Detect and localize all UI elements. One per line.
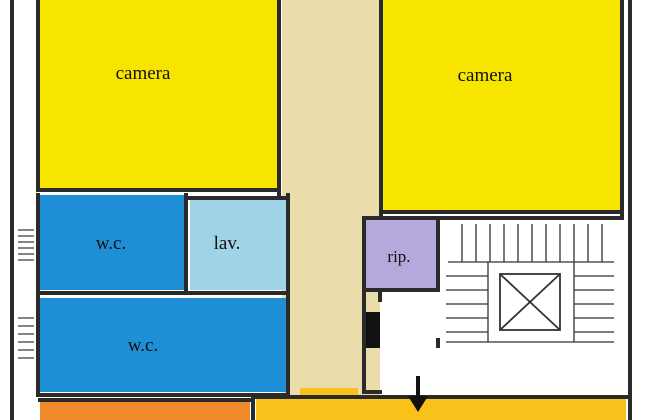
room-rip [366,220,436,288]
room-wc-lower [40,298,288,392]
facade-windows [18,229,34,359]
label-camera-left: camera [116,63,171,84]
stairwell [440,218,620,396]
room-camera-left [37,0,279,190]
label-camera-right: camera [458,65,513,86]
elevator-shaft-icon [499,273,561,331]
door-leaf [366,312,380,348]
label-wc-lower: w.c. [128,335,158,356]
label-rip: rip. [387,247,410,266]
down-arrow-icon [408,376,428,412]
room-camera-right [380,0,620,214]
room-lav [190,200,288,290]
area-bottom-right [256,398,626,420]
staircase-icon [446,224,614,343]
area-bottom-left [40,402,250,420]
walls [10,0,632,420]
label-lav: lav. [214,233,241,254]
label-wc-upper: w.c. [96,233,126,254]
room-wc-upper [40,195,185,290]
